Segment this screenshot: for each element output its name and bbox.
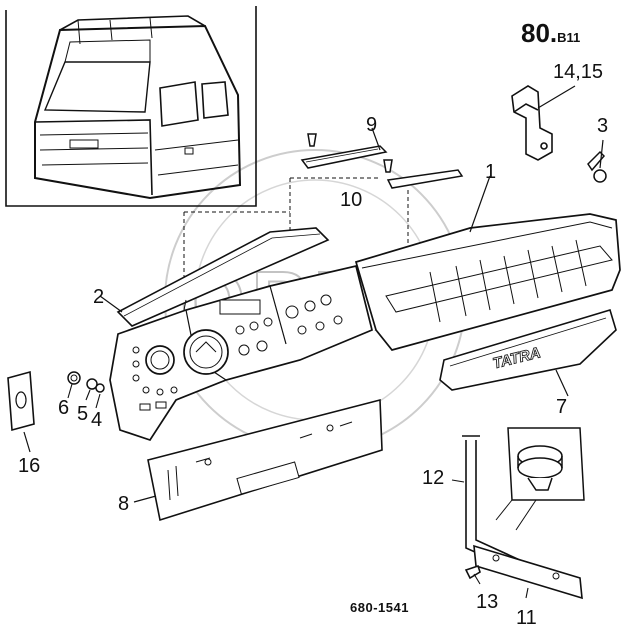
parts-4-5-6-knobs bbox=[67, 371, 105, 409]
part-instrument-panel bbox=[109, 264, 374, 442]
callout-12: 12 bbox=[422, 467, 445, 489]
callout-2: 2 bbox=[93, 286, 105, 308]
parts-11-12-13-rod bbox=[451, 435, 583, 600]
callout-5: 5 bbox=[77, 403, 89, 425]
page-code: 80.B11 bbox=[521, 20, 580, 51]
callout-3: 3 bbox=[597, 115, 609, 137]
callout-16: 16 bbox=[18, 455, 41, 477]
part-9-10-trim bbox=[183, 127, 464, 300]
callout-14-15: 14,15 bbox=[553, 61, 604, 83]
callout-13: 13 bbox=[476, 591, 499, 613]
part-7-tatra-panel: TATRA bbox=[439, 309, 617, 397]
part-3-screw bbox=[587, 139, 607, 183]
callout-1: 1 bbox=[485, 161, 497, 183]
callout-6: 6 bbox=[58, 397, 70, 419]
part-2-top-trim bbox=[99, 227, 330, 327]
part-1-dash-right bbox=[354, 175, 621, 351]
part-14-15-bracket bbox=[511, 85, 576, 161]
callout-10: 10 bbox=[340, 189, 363, 211]
cab-inset bbox=[5, 6, 257, 207]
callout-7: 7 bbox=[556, 396, 568, 418]
callout-4: 4 bbox=[91, 409, 103, 431]
detail-clamp bbox=[495, 427, 585, 531]
callout-8: 8 bbox=[118, 493, 130, 515]
drawing-number: 680-1541 bbox=[350, 600, 409, 615]
part-8-lower-plate bbox=[133, 398, 383, 522]
page-code-sub: B11 bbox=[557, 30, 581, 45]
callout-9: 9 bbox=[366, 114, 378, 136]
page-code-main: 80. bbox=[521, 18, 558, 48]
callout-11: 11 bbox=[516, 607, 537, 629]
part-16-plate bbox=[7, 370, 35, 453]
